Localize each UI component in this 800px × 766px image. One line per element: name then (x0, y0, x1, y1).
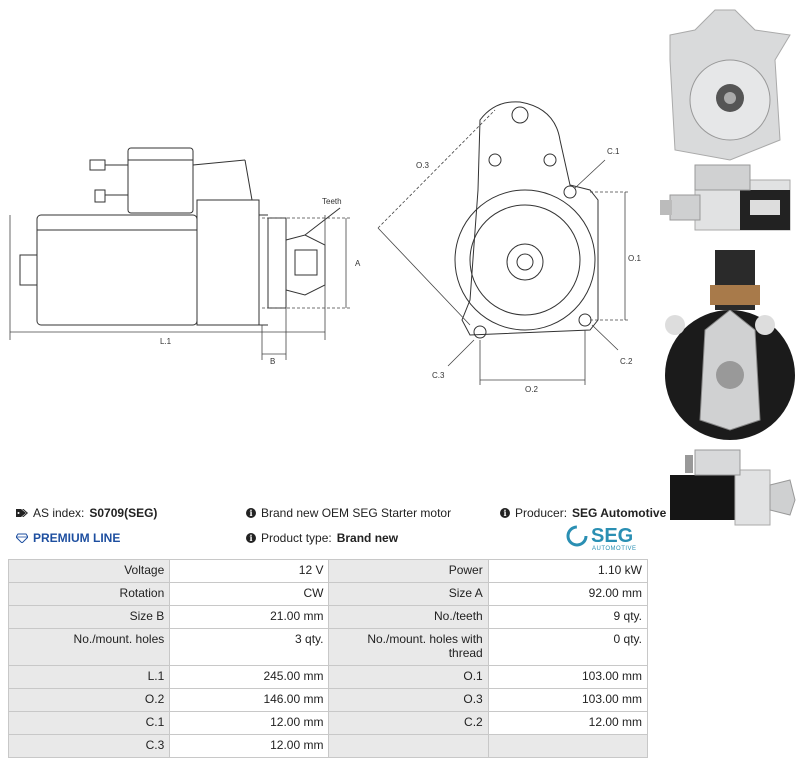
spec-label: C.2 (328, 711, 489, 735)
label-o3: O.3 (416, 161, 429, 170)
seg-logo: SEG AUTOMOTIVE (565, 520, 660, 552)
spec-label: C.1 (7, 711, 171, 735)
spec-value: 12.00 mm (487, 711, 649, 735)
product-type-label: Product type: (261, 531, 332, 545)
spec-label: No./mount. holes (7, 628, 171, 666)
spec-value: 92.00 mm (487, 582, 649, 606)
producer: i Producer: SEG Automotive (500, 506, 666, 520)
description-text: Brand new OEM SEG Starter motor (261, 506, 452, 520)
spec-value: 103.00 mm (487, 688, 649, 712)
label-c3: C.3 (432, 371, 445, 380)
spec-empty (487, 734, 649, 758)
spec-value: 9 qty. (487, 605, 649, 629)
label-a: A (355, 259, 361, 268)
product-photos (660, 9, 796, 526)
producer-label: Producer: (515, 506, 568, 520)
spec-value: 12 V (169, 559, 330, 583)
spec-value: 21.00 mm (169, 605, 330, 629)
product-photo-side-alt (670, 449, 796, 526)
label-teeth: Teeth (322, 197, 342, 206)
table-row: Rotation CW Size A 92.00 mm (7, 582, 649, 606)
as-index-value: S0709(SEG) (89, 506, 158, 520)
spec-value: 3 qty. (169, 628, 330, 666)
info-icon: i (246, 533, 256, 543)
spec-value: 12.00 mm (169, 711, 330, 735)
as-index: AS index: S0709(SEG) (16, 506, 157, 520)
front-view-drawing (454, 101, 599, 339)
table-row: No./mount. holes 3 qty. No./mount. holes… (7, 628, 649, 666)
spec-empty (328, 734, 489, 758)
product-photo-side (660, 164, 791, 231)
premium-label: PREMIUM LINE (33, 531, 121, 545)
product-photo-front (669, 9, 791, 161)
product-photo-rear (665, 250, 795, 440)
label-c1: C.1 (607, 147, 620, 156)
table-row: L.1 245.00 mm O.1 103.00 mm (7, 665, 649, 689)
label-l1: L.1 (160, 337, 172, 346)
info-icon: i (500, 508, 510, 518)
seg-logo-sub: AUTOMOTIVE (592, 546, 637, 552)
premium-line: PREMIUM LINE (16, 531, 120, 545)
spec-label: Size A (328, 582, 489, 606)
technical-drawing: Teeth A B L.1 O.1 O.2 O.3 C.1 C.2 C.3 (9, 101, 641, 394)
label-c2: C.2 (620, 357, 633, 366)
seg-logo-name: SEG (591, 525, 633, 547)
label-b: B (270, 357, 275, 366)
label-o2: O.2 (525, 385, 538, 394)
spec-value: 245.00 mm (169, 665, 330, 689)
diamond-icon (16, 532, 28, 544)
table-row: C.1 12.00 mm C.2 12.00 mm (7, 711, 649, 735)
spec-label: O.3 (328, 688, 489, 712)
producer-value: SEG Automotive (572, 506, 667, 520)
spec-label: O.2 (7, 688, 171, 712)
spec-value: CW (169, 582, 330, 606)
spec-label: Voltage (7, 559, 171, 583)
side-view-drawing (19, 147, 341, 326)
spec-label: Power (328, 559, 489, 583)
spec-value: 103.00 mm (487, 665, 649, 689)
spec-value: 146.00 mm (169, 688, 330, 712)
spec-label: Size B (7, 605, 171, 629)
table-row: Size B 21.00 mm No./teeth 9 qty. (7, 605, 649, 629)
as-index-label: AS index: (33, 506, 85, 520)
spec-value: 12.00 mm (169, 734, 330, 758)
tag-icon (16, 507, 28, 519)
description: i Brand new OEM SEG Starter motor (246, 506, 451, 520)
product-type: i Product type: Brand new (246, 531, 398, 545)
spec-value: 1.10 kW (487, 559, 649, 583)
table-row: C.3 12.00 mm (7, 734, 649, 758)
spec-label: No./teeth (328, 605, 489, 629)
info-icon: i (246, 508, 256, 518)
spec-value: 0 qty. (487, 628, 649, 666)
spec-label: No./mount. holes with thread (328, 628, 489, 666)
spec-label: Rotation (7, 582, 171, 606)
table-row: Voltage 12 V Power 1.10 kW (7, 559, 649, 583)
product-info: AS index: S0709(SEG) i Brand new OEM SEG… (0, 500, 666, 550)
product-type-value: Brand new (336, 531, 399, 545)
spec-label: C.3 (7, 734, 171, 758)
spec-label: O.1 (328, 665, 489, 689)
spec-label: L.1 (7, 665, 171, 689)
table-row: O.2 146.00 mm O.3 103.00 mm (7, 688, 649, 712)
spec-table: Voltage 12 V Power 1.10 kW Rotation CW S… (7, 559, 649, 758)
label-o1: O.1 (628, 254, 641, 263)
